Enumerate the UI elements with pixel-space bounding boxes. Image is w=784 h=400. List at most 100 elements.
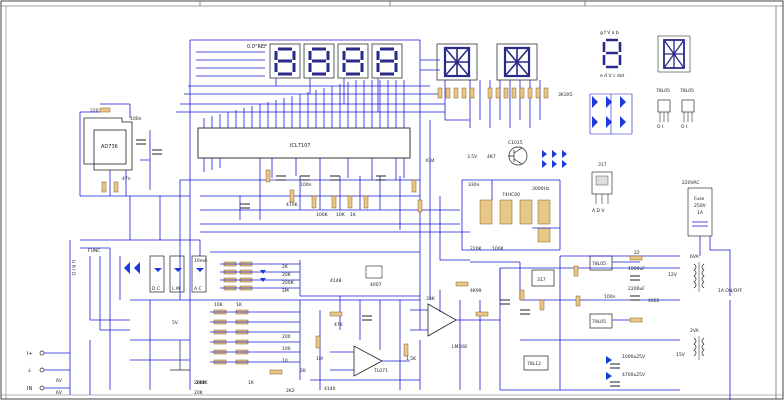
svg-text:4148: 4148 (330, 278, 342, 284)
svg-text:FUNC: FUNC (88, 248, 100, 254)
transistor-icon: C1015 (508, 140, 528, 166)
svg-text:4700u25V: 4700u25V (622, 372, 646, 378)
svg-text:U R I D: U R I D (70, 260, 76, 276)
svg-text:15V: 15V (676, 352, 686, 358)
resistor-array: 3K3X5 (437, 87, 573, 99)
svg-text:K34: K34 (426, 158, 435, 164)
svg-text:AD736: AD736 (101, 144, 118, 150)
seven-segment-icon (269, 43, 301, 79)
svg-text:78L12: 78L12 (527, 361, 541, 367)
svg-text:C1015: C1015 (508, 140, 523, 146)
icl7107-chip: ICL7107 (197, 80, 411, 180)
sixteen-segment-icon (436, 43, 478, 81)
svg-text:2M: 2M (282, 288, 289, 294)
svg-text:470K: 470K (286, 202, 299, 208)
svg-text:100n: 100n (604, 294, 616, 300)
svg-text:A C: A C (194, 286, 202, 292)
regulator-icon: 317 A D V (591, 162, 613, 214)
display-bus-wires (176, 39, 541, 300)
svg-text:1.5K: 1.5K (406, 356, 417, 362)
svg-text:10mA: 10mA (194, 258, 208, 264)
svg-text:317: 317 (537, 277, 546, 283)
svg-text:D C: D C (152, 286, 160, 292)
opamp-lm308: LM308 (410, 290, 500, 350)
svg-text:3.5V: 3.5V (467, 154, 478, 160)
svg-text:22: 22 (634, 250, 640, 256)
svg-text:2K2: 2K2 (286, 388, 295, 394)
svg-text:78L05: 78L05 (680, 88, 694, 94)
svg-text:10K: 10K (214, 302, 224, 308)
misc-component-labels: 5V 4007 1M 47K 4140 1.5K 4148 33K 100K 1… (196, 182, 616, 394)
svg-text:O I: O I (681, 124, 687, 130)
svg-text:e d V c dot: e d V c dot (600, 73, 625, 79)
svg-text:220K: 220K (470, 246, 483, 252)
svg-text:79L05: 79L05 (592, 319, 606, 325)
svg-text:100K: 100K (492, 246, 505, 252)
sixteen-segment-icon (496, 43, 538, 81)
svg-text:I+: I+ (27, 351, 33, 357)
regulator-icon: 78L05 O I (680, 88, 695, 130)
svg-text:100K: 100K (316, 212, 329, 218)
regulator-icon: 78L05 O I (656, 88, 671, 130)
svg-text:4K99: 4K99 (470, 288, 482, 294)
svg-text:100n: 100n (130, 116, 142, 122)
svg-text:1K: 1K (350, 212, 357, 218)
svg-text:2VA: 2VA (690, 328, 700, 334)
svg-text:78L05: 78L05 (656, 88, 670, 94)
scattered-components (240, 169, 643, 375)
svg-text:220: 220 (90, 108, 99, 114)
opamp-tl071: TL071 (330, 345, 410, 377)
svg-text:100n: 100n (300, 182, 312, 188)
svg-text:O I: O I (657, 124, 663, 130)
svg-text:1A ON/OFF: 1A ON/OFF (718, 288, 743, 294)
svg-text:78L05: 78L05 (592, 261, 606, 267)
svg-text:Fuse: Fuse (694, 196, 705, 202)
svg-text:200: 200 (282, 334, 291, 340)
diode-bridge-icon (589, 93, 633, 135)
svg-text:g f V a b: g f V a b (600, 30, 619, 36)
svg-text:200K: 200K (194, 380, 207, 386)
input-terminals: I+ ⏚ IN 6V 6V (27, 240, 71, 396)
svg-text:2200uF: 2200uF (628, 286, 645, 292)
svg-text:20K: 20K (194, 390, 204, 396)
svg-text:4002: 4002 (648, 298, 660, 304)
seven-segment-icon (371, 43, 403, 79)
range-resistor-ladder: 2K 20K 200K 2M (210, 251, 420, 296)
svg-text:IN: IN (27, 386, 32, 392)
logic-gate-section: 74HC00 3000Hz 330n 220K 100K (461, 179, 561, 252)
svg-text:⏚: ⏚ (27, 367, 32, 374)
svg-text:10K: 10K (336, 212, 346, 218)
svg-text:250V: 250V (694, 203, 707, 209)
current-shunt-ladder: 10K 1K 200 100 10 200K 20K 5V (130, 299, 420, 396)
svg-text:47K: 47K (334, 322, 344, 328)
svg-text:4140: 4140 (324, 386, 336, 392)
svg-text:33K: 33K (426, 296, 436, 302)
svg-text:220VAC: 220VAC (682, 180, 700, 186)
svg-text:330n: 330n (468, 182, 480, 188)
svg-text:12V: 12V (668, 272, 678, 278)
svg-text:4007: 4007 (370, 282, 382, 288)
svg-text:6V: 6V (56, 378, 63, 384)
function-switch: FUNC U R I D (70, 239, 201, 340)
svg-text:240K: 240K (196, 380, 209, 386)
svg-text:A D V: A D V (592, 208, 605, 214)
transformer-icon: 2VA (690, 328, 705, 360)
ad736-section: AD736 220 100n 47n (79, 103, 190, 197)
transformer-icon: 6VA (690, 254, 705, 292)
svg-text:100: 100 (282, 346, 291, 352)
svg-text:6V: 6V (56, 390, 63, 396)
seven-segment-icon (303, 43, 335, 79)
led-icon (542, 150, 567, 168)
svg-text:1000u25V: 1000u25V (622, 354, 646, 360)
svg-text:200K: 200K (282, 280, 295, 286)
digit-display-group: 0.0°REF (247, 43, 403, 79)
svg-text:2K: 2K (300, 368, 307, 374)
svg-text:1K: 1K (248, 380, 255, 386)
svg-text:10: 10 (282, 358, 288, 364)
svg-text:LM308: LM308 (452, 344, 467, 350)
mode-switch-group: D C L M A C 10mA (149, 255, 208, 293)
svg-text:4K7: 4K7 (487, 154, 496, 160)
svg-text:1A: 1A (697, 210, 704, 216)
